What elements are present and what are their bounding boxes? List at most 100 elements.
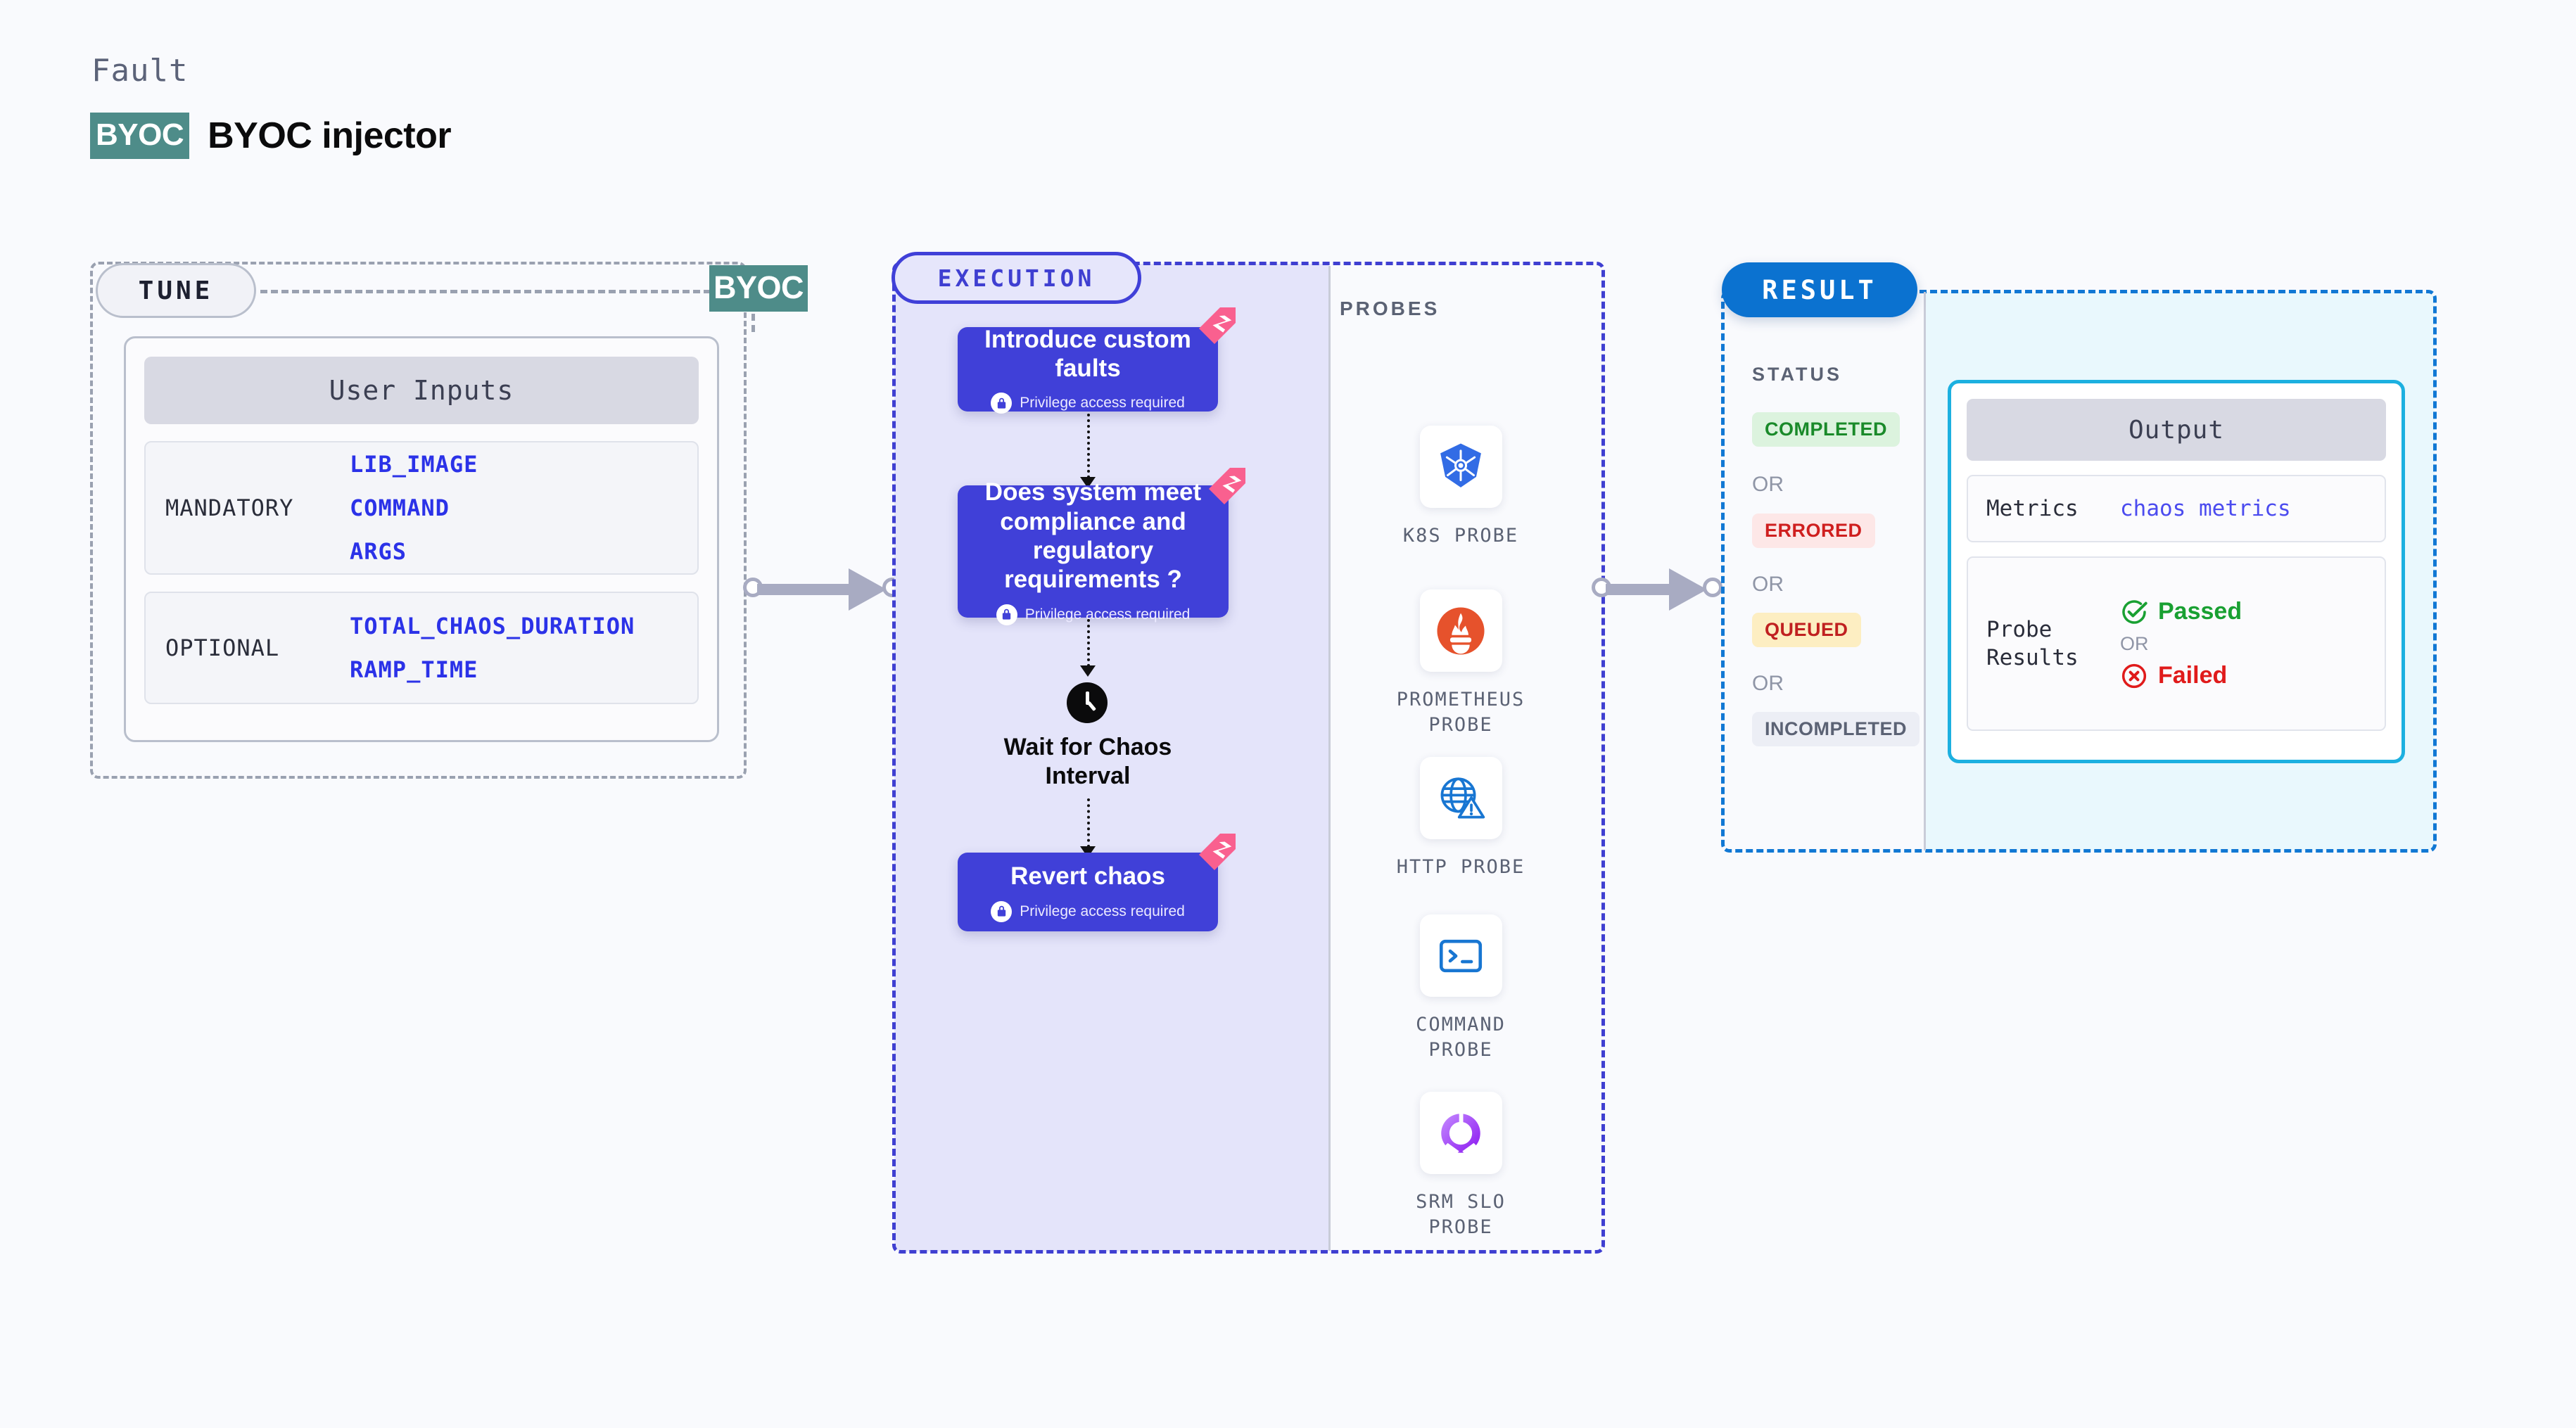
clock-icon bbox=[1067, 682, 1108, 723]
probe-srm-slo[interactable]: SRM SLO PROBE bbox=[1373, 1092, 1549, 1239]
probe-label: COMMAND PROBE bbox=[1416, 1014, 1506, 1061]
status-or-label: OR bbox=[1752, 672, 1784, 695]
lock-icon bbox=[991, 900, 1013, 922]
execution-badge[interactable]: EXECUTION bbox=[892, 252, 1141, 304]
probe-tile bbox=[1419, 1092, 1502, 1174]
globe-warning-icon bbox=[1440, 777, 1485, 818]
output-probe-results-values: Passed OR Failed bbox=[2120, 598, 2242, 690]
flow-arrow-2-head bbox=[1080, 665, 1096, 677]
tune-badge[interactable]: TUNE bbox=[96, 263, 256, 318]
failed-label: Failed bbox=[2158, 662, 2228, 689]
execution-flow-region bbox=[894, 264, 1328, 1251]
privilege-note-text: Privilege access required bbox=[1024, 606, 1191, 623]
user-inputs-card: User Inputs MANDATORY LIB_IMAGE COMMAND … bbox=[124, 336, 719, 742]
page-eyebrow: Fault bbox=[91, 53, 189, 89]
status-badge-errored: ERRORED bbox=[1752, 514, 1875, 548]
flow-arrow-3 bbox=[1087, 798, 1090, 848]
probe-result-failed: Failed bbox=[2120, 662, 2242, 690]
clock-minute-hand bbox=[1086, 691, 1089, 705]
probe-tile bbox=[1419, 914, 1502, 997]
page-title: BYOC injector bbox=[208, 115, 452, 156]
output-card: Output Metrics chaos metrics Probe Resul… bbox=[1948, 380, 2405, 763]
tune-byoc-tag: BYOC bbox=[709, 265, 808, 312]
privilege-note: Privilege access required bbox=[991, 393, 1185, 414]
mandatory-inputs-group: MANDATORY LIB_IMAGE COMMAND ARGS bbox=[144, 441, 699, 575]
tune-byoc-stub-line bbox=[751, 302, 755, 332]
result-inner-divider bbox=[1924, 292, 1926, 850]
status-badge-incompleted: INCOMPLETED bbox=[1752, 712, 1920, 746]
probe-label: HTTP PROBE bbox=[1396, 856, 1525, 878]
node-title: Introduce custom faults bbox=[984, 325, 1191, 382]
execution-probes-divider bbox=[1328, 266, 1331, 1251]
probe-k8s[interactable]: K8S PROBE bbox=[1373, 426, 1549, 549]
lock-icon bbox=[996, 604, 1017, 625]
input-args[interactable]: ARGS bbox=[350, 538, 407, 565]
prometheus-icon bbox=[1437, 606, 1485, 655]
slo-gauge-icon bbox=[1441, 1111, 1480, 1154]
tune-panel bbox=[90, 262, 747, 779]
connector-end-dot bbox=[1703, 578, 1722, 597]
output-probe-results-key: Probe Results bbox=[1986, 616, 2079, 670]
node-revert-chaos[interactable]: Revert chaos Privilege access required bbox=[958, 853, 1218, 931]
probe-tile bbox=[1419, 589, 1502, 672]
probe-result-passed: Passed bbox=[2120, 598, 2242, 626]
node-compliance-check[interactable]: Does system meet compliance and regulato… bbox=[958, 478, 1229, 625]
lock-icon bbox=[991, 393, 1013, 414]
probe-http[interactable]: HTTP PROBE bbox=[1373, 757, 1549, 880]
clock-hour-hand bbox=[1086, 701, 1097, 712]
result-panel bbox=[1721, 290, 2437, 853]
connector-arrow-head bbox=[1669, 568, 1707, 611]
probe-label: PROMETHEUS PROBE bbox=[1396, 689, 1525, 736]
probe-result-or-label: OR bbox=[2120, 632, 2149, 654]
input-ramp-time[interactable]: RAMP_TIME bbox=[350, 656, 478, 683]
status-badge-completed: COMPLETED bbox=[1752, 412, 1901, 447]
privilege-note: Privilege access required bbox=[996, 604, 1191, 625]
tune-connector-dashes bbox=[260, 290, 711, 293]
status-heading: STATUS bbox=[1752, 364, 1842, 385]
connector-bar bbox=[757, 584, 866, 595]
output-metrics-row: Metrics chaos metrics bbox=[1967, 475, 2386, 542]
node-introduce-custom-faults[interactable]: Introduce custom faults Privilege access… bbox=[958, 325, 1218, 414]
byoc-logo-chip: BYOC bbox=[90, 113, 190, 159]
check-circle-icon bbox=[2122, 599, 2147, 624]
probe-label: SRM SLO PROBE bbox=[1416, 1191, 1506, 1238]
connector-execution-to-result bbox=[1592, 556, 1725, 619]
flow-arrow-2 bbox=[1087, 619, 1090, 667]
status-or-label: OR bbox=[1752, 573, 1784, 596]
probes-heading: PROBES bbox=[1340, 298, 1440, 319]
input-total-chaos-duration[interactable]: TOTAL_CHAOS_DURATION bbox=[350, 613, 635, 639]
connector-tune-to-execution bbox=[743, 556, 905, 619]
terminal-icon bbox=[1439, 939, 1483, 972]
wait-for-chaos-interval-label: Wait for Chaos Interval bbox=[1003, 734, 1172, 789]
mandatory-values: LIB_IMAGE COMMAND ARGS bbox=[350, 451, 478, 565]
output-metrics-key: Metrics bbox=[1986, 495, 2079, 521]
probe-tile bbox=[1419, 757, 1502, 839]
probe-tile bbox=[1419, 426, 1502, 508]
kubernetes-icon bbox=[1440, 442, 1481, 487]
input-command[interactable]: COMMAND bbox=[350, 495, 450, 521]
page-title-row: BYOC BYOC injector bbox=[90, 113, 452, 159]
execution-panel bbox=[892, 262, 1605, 1254]
user-inputs-title: User Inputs bbox=[144, 357, 699, 424]
status-or-label: OR bbox=[1752, 473, 1784, 496]
result-badge[interactable]: RESULT bbox=[1722, 262, 1917, 317]
optional-values: TOTAL_CHAOS_DURATION RAMP_TIME bbox=[350, 613, 635, 683]
connector-arrow-head bbox=[849, 568, 887, 611]
probe-prometheus[interactable]: PROMETHEUS PROBE bbox=[1373, 589, 1549, 737]
optional-inputs-group: OPTIONAL TOTAL_CHAOS_DURATION RAMP_TIME bbox=[144, 592, 699, 704]
optional-label: OPTIONAL bbox=[165, 635, 280, 661]
output-probe-results-row: Probe Results Passed OR Failed bbox=[1967, 556, 2386, 731]
passed-label: Passed bbox=[2158, 598, 2242, 625]
node-title: Does system meet compliance and regulato… bbox=[984, 478, 1202, 594]
mandatory-label: MANDATORY bbox=[165, 495, 294, 521]
privilege-note: Privilege access required bbox=[991, 900, 1185, 922]
privilege-note-text: Privilege access required bbox=[1020, 395, 1185, 412]
status-badge-queued: QUEUED bbox=[1752, 613, 1861, 647]
input-lib-image[interactable]: LIB_IMAGE bbox=[350, 451, 478, 478]
output-metrics-value[interactable]: chaos metrics bbox=[2120, 496, 2291, 521]
probe-label: K8S PROBE bbox=[1402, 525, 1519, 547]
node-title: Revert chaos bbox=[1010, 862, 1165, 891]
output-card-title: Output bbox=[1967, 399, 2386, 461]
probe-command[interactable]: COMMAND PROBE bbox=[1373, 914, 1549, 1062]
